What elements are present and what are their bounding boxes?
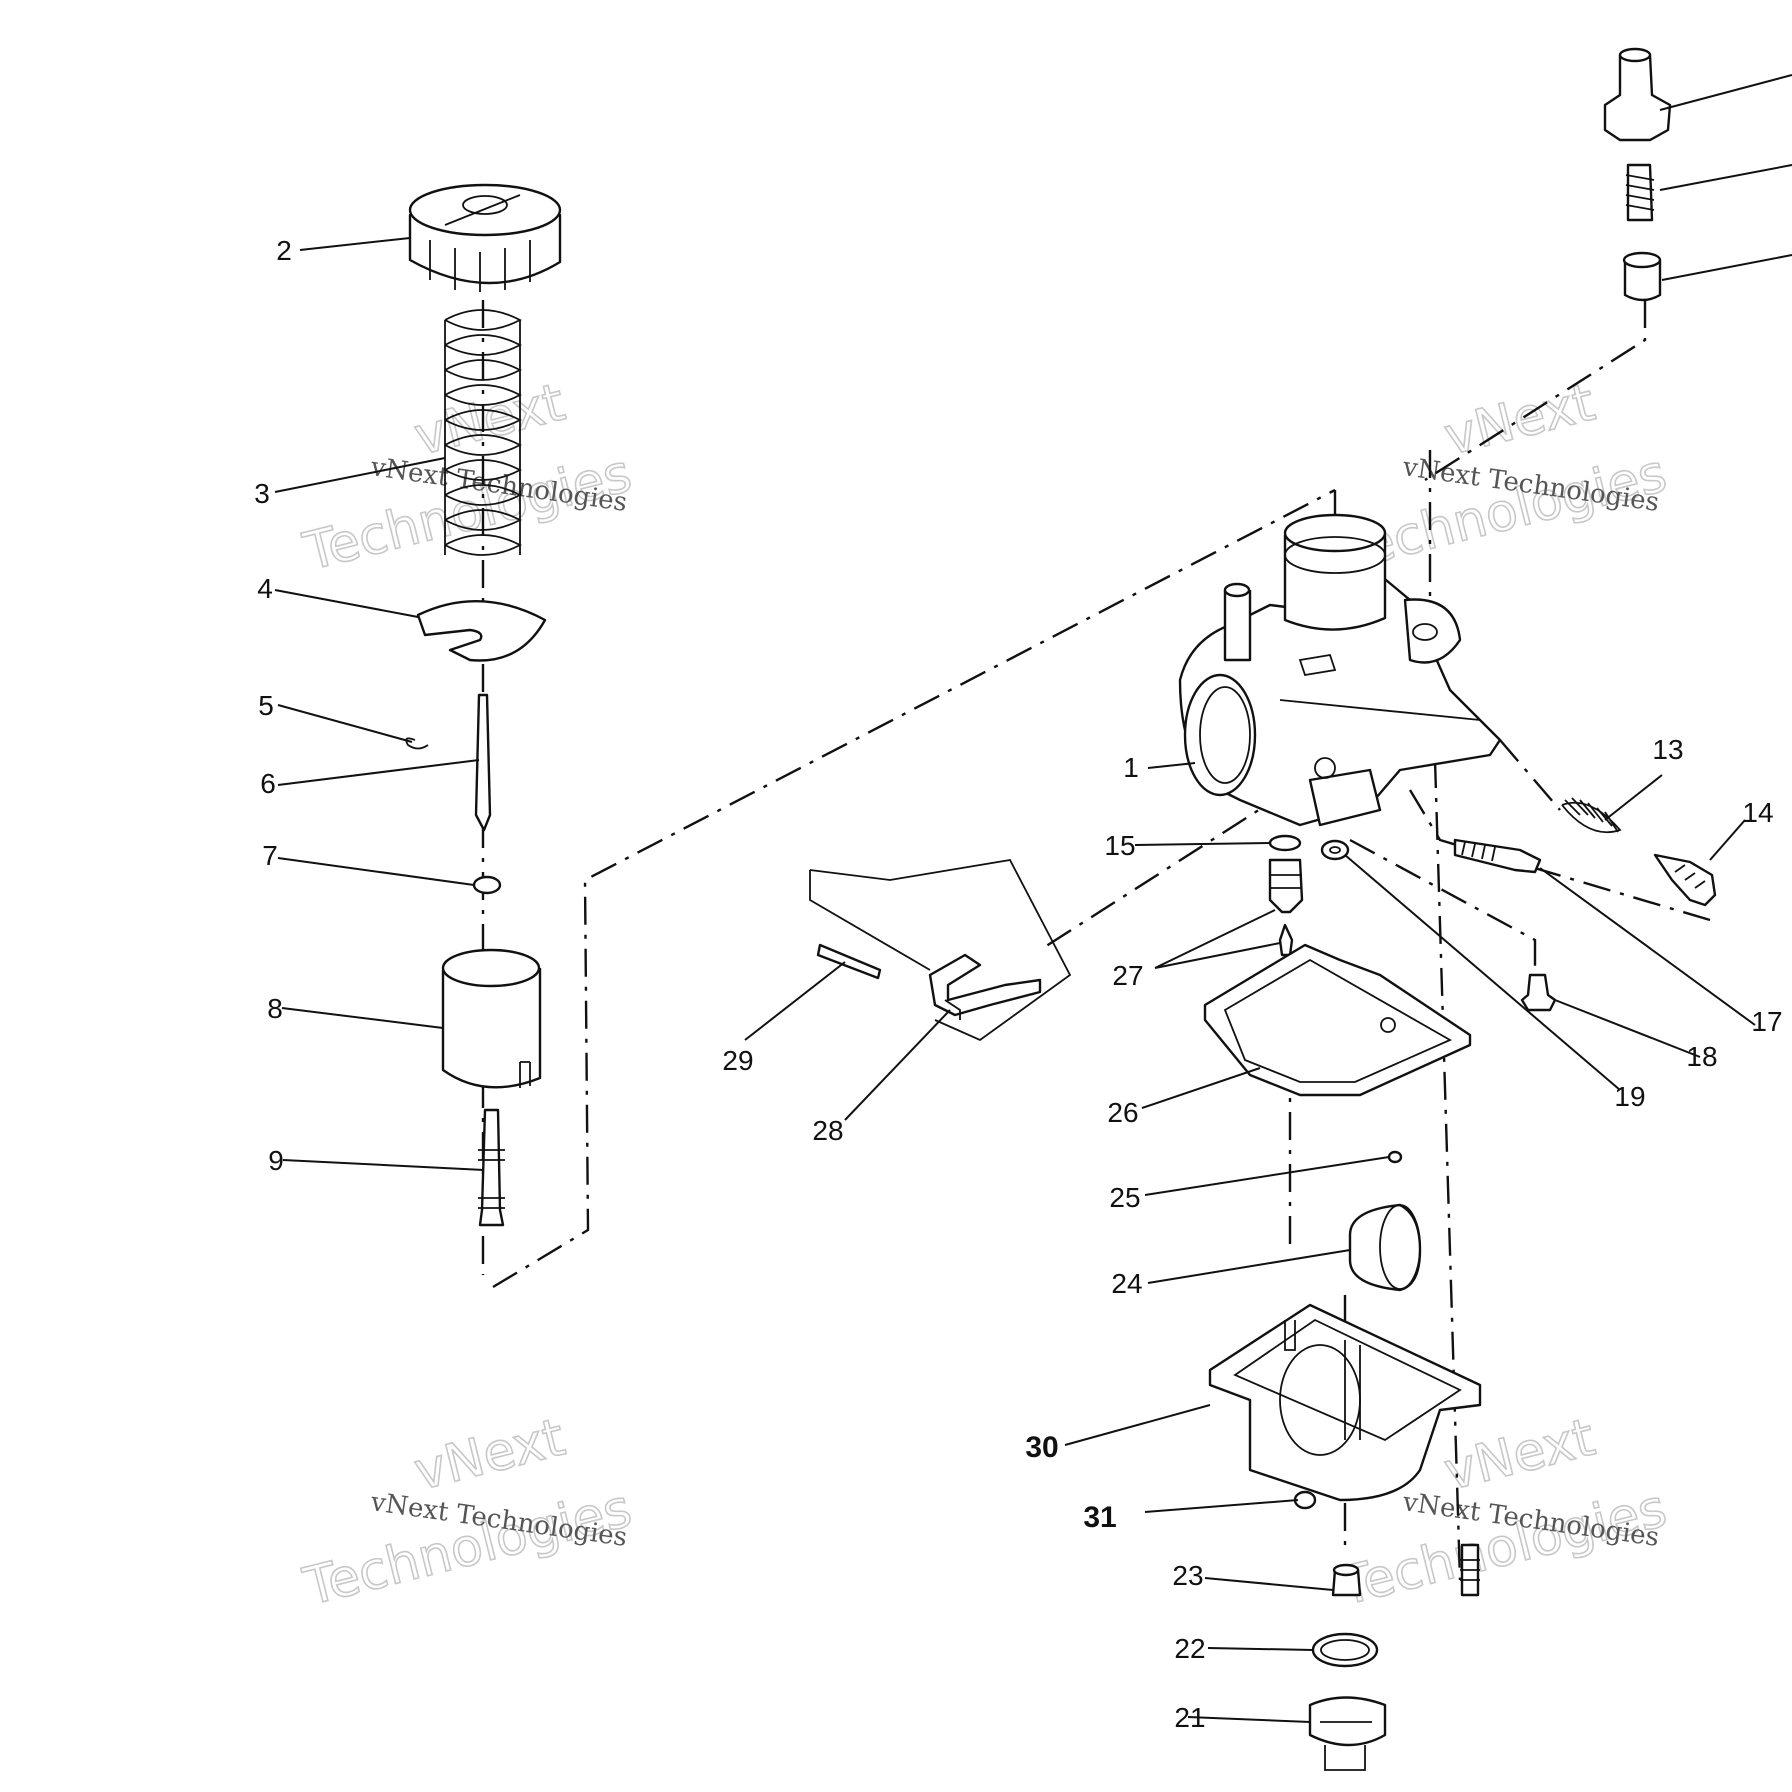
- callout-13: 13: [1652, 734, 1683, 765]
- watermark-bottom-left: vNext Technologies vNext Technologies: [297, 1407, 638, 1619]
- callout-26: 26: [1107, 1097, 1138, 1128]
- spring-top-right: [1625, 163, 1655, 222]
- holder-top-right: [1622, 251, 1662, 302]
- slide-part-8: [441, 948, 542, 1089]
- gasket-part-26: [1203, 943, 1472, 1097]
- callout-2: 2: [276, 235, 292, 266]
- callout-18: 18: [1686, 1041, 1717, 1072]
- callout-29: 29: [722, 1045, 753, 1076]
- callout-8: 8: [267, 993, 283, 1024]
- float-pin-part-29: [816, 943, 882, 980]
- callout-19: 19: [1614, 1081, 1645, 1112]
- washer-part-19: [1320, 839, 1350, 861]
- callout-25: 25: [1109, 1182, 1140, 1213]
- fitting-top-right: [1603, 47, 1672, 142]
- oring-part-22: [1311, 1632, 1379, 1668]
- svg-text:vNext: vNext: [409, 373, 571, 468]
- screw-part-14: [1653, 853, 1717, 907]
- callout-labels: 2 3 4 5 6 7 8 9 1 13 14 15 17 18 19 21 2…: [254, 235, 1782, 1733]
- pilot-screw-part-17: [1453, 838, 1542, 874]
- svg-text:vNext: vNext: [1439, 373, 1601, 468]
- callout-4: 4: [257, 573, 273, 604]
- needle-part-6: [474, 693, 492, 832]
- jet-part-18: [1520, 973, 1557, 1012]
- leader-lines: [274, 74, 1792, 1723]
- svg-text:Technologies: Technologies: [1333, 1479, 1673, 1618]
- callout-14: 14: [1742, 797, 1773, 828]
- float-bowl-part-30: [1208, 1303, 1482, 1510]
- callout-31: 31: [1083, 1501, 1116, 1534]
- callout-1: 1: [1123, 752, 1139, 783]
- needle-valve-part-27: [1268, 858, 1304, 957]
- callout-21: 21: [1174, 1702, 1205, 1733]
- callout-6: 6: [260, 768, 276, 799]
- spring-part-13: [1561, 797, 1622, 834]
- callout-15: 15: [1104, 830, 1135, 861]
- washer-part-7: [472, 875, 502, 895]
- cap-part-2: [408, 183, 562, 292]
- jet-part-23: [1331, 1563, 1362, 1597]
- callout-3: 3: [254, 478, 270, 509]
- callout-17: 17: [1751, 1006, 1782, 1037]
- plate-part-4: [416, 600, 547, 662]
- callout-24: 24: [1111, 1268, 1142, 1299]
- spring-part-3: [444, 309, 522, 556]
- svg-text:Technologies: Technologies: [298, 444, 638, 583]
- washer-part-15: [1268, 834, 1302, 852]
- callout-5: 5: [258, 690, 274, 721]
- callout-22: 22: [1174, 1633, 1205, 1664]
- callout-30: 30: [1025, 1431, 1058, 1464]
- jet-right-bottom: [1460, 1543, 1480, 1597]
- callout-9: 9: [268, 1145, 284, 1176]
- svg-text:vNext: vNext: [1439, 1408, 1601, 1503]
- callout-23: 23: [1172, 1560, 1203, 1591]
- callout-28: 28: [812, 1115, 843, 1146]
- svg-text:Technologies: Technologies: [298, 1479, 638, 1618]
- drain-plug-part-21: [1308, 1696, 1387, 1771]
- callout-7: 7: [262, 840, 278, 871]
- float-arm-part-28: [809, 859, 1072, 1042]
- clip-part-5: [405, 737, 429, 750]
- float-part-24: [1348, 1203, 1422, 1292]
- jet-holder-part-9: [478, 1108, 505, 1227]
- plug-part-25: [1387, 1150, 1403, 1164]
- carburetor-body-part-1: [1178, 513, 1502, 827]
- callout-27: 27: [1112, 960, 1143, 991]
- svg-text:vNext: vNext: [409, 1408, 571, 1503]
